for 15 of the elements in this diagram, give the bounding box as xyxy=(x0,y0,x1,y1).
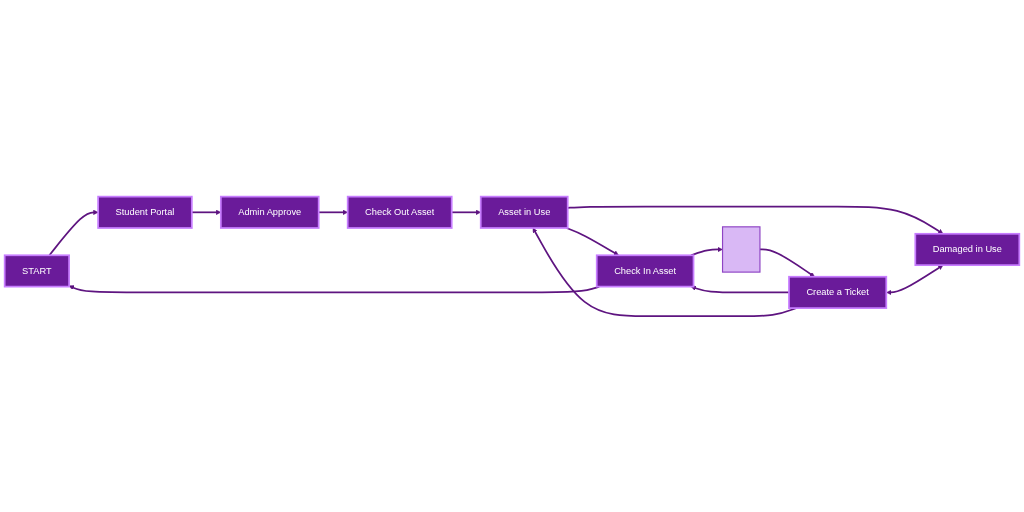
node-box: Check Out Asset xyxy=(346,195,453,229)
arrow xyxy=(759,248,815,277)
node-box: START xyxy=(3,253,70,288)
arrow xyxy=(68,284,601,293)
node-box: Check In Asset xyxy=(595,253,695,288)
arrow xyxy=(48,209,99,256)
arrow xyxy=(565,226,619,256)
node-box: Damaged in Use xyxy=(914,232,1021,266)
node-box xyxy=(721,225,761,273)
arrow xyxy=(532,227,797,317)
node-box: Admin Approve xyxy=(220,195,320,229)
arrow xyxy=(886,264,944,295)
node-box: Student Portal xyxy=(97,195,193,229)
node-box: Asset in Use xyxy=(479,195,569,229)
node-box: Create a Ticket xyxy=(788,275,888,309)
